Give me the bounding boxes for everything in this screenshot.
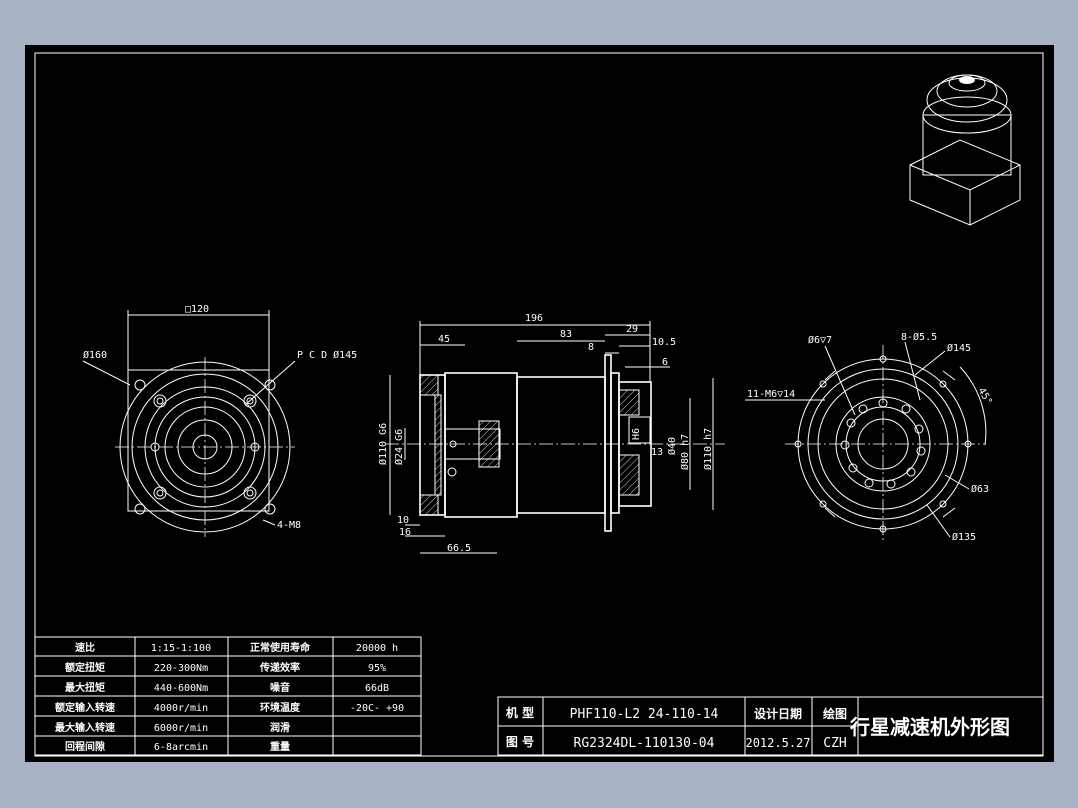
dim-110-h7: Ø110 h7 [702, 428, 714, 470]
dim-6: 6 [662, 357, 668, 368]
dim-110-g6: Ø110 G6 [377, 423, 389, 465]
spec-value: 20000 h [356, 643, 398, 654]
spec-value: 220-300Nm [154, 663, 208, 674]
spec-label: 环境温度 [260, 701, 301, 714]
front-view [82, 310, 296, 537]
dim-145: Ø145 [947, 342, 971, 354]
spec-value: -20C- +90 [350, 703, 404, 714]
rear-view [745, 341, 987, 543]
spec-label: 最大扭矩 [65, 681, 105, 694]
drawing-title: 行星减速机外形图 [849, 715, 1010, 739]
spec-label: 最大输入转速 [55, 721, 115, 734]
dim-8-5-5: 8-Ø5.5 [901, 331, 937, 343]
dim-63: Ø63 [971, 483, 989, 495]
spec-value: 4000r/min [154, 703, 208, 714]
spec-label: 速比 [75, 641, 95, 654]
drawn-value: CZH [823, 736, 846, 751]
cad-drawing-canvas: □120 Ø160 P C D Ø145 4-M8 196 45 83 29 8… [25, 45, 1054, 762]
dim-40: Ø40 [666, 437, 678, 455]
spec-label: 润滑 [270, 721, 290, 734]
dim-80-h7: Ø80 h7 [679, 434, 691, 470]
model-label: 机 型 [506, 705, 534, 720]
dim-10: 10 [397, 515, 409, 526]
model-value: PHF110-L2 24-110-14 [570, 707, 719, 722]
spec-value: 1:15-1:100 [151, 643, 211, 654]
spec-value: 6-8arcmin [154, 742, 208, 753]
dim-16: 16 [399, 527, 411, 538]
dim-dia-160: Ø160 [83, 349, 107, 361]
spec-value: 440-600Nm [154, 683, 208, 694]
side-view [385, 321, 725, 554]
dim-135: Ø135 [952, 531, 976, 543]
dim-83: 83 [560, 329, 572, 340]
dim-h6: H6 [631, 428, 642, 440]
spec-label: 传递效率 [259, 661, 300, 674]
spec-value: 95% [368, 663, 386, 674]
dim-29: 29 [626, 324, 638, 335]
spec-label: 正常使用寿命 [250, 641, 311, 654]
spec-label: 回程间隙 [65, 740, 105, 753]
gearbox-3d-view [909, 74, 1021, 226]
dim-10-5: 10.5 [652, 337, 676, 348]
drawing-no-label: 图 号 [506, 734, 534, 749]
title-block-grid [497, 696, 1044, 756]
dim-45-degrees: 45° [975, 386, 994, 407]
spec-table-grid [34, 636, 422, 756]
title-block: 机 型 PHF110-L2 24-110-14 图 号 RG2324DL-110… [506, 705, 1010, 751]
design-date-label: 设计日期 [754, 706, 802, 721]
spec-value: 6000r/min [154, 723, 208, 734]
dim-24-g6: Ø24 G6 [393, 429, 405, 465]
dim-11-m6: 11-M6▽14 [747, 389, 795, 400]
dim-13: 13 [651, 447, 663, 458]
dim-196: 196 [525, 313, 543, 324]
dim-pcd-145: P C D Ø145 [297, 349, 357, 361]
drawn-label: 绘图 [823, 706, 847, 721]
dim-6-depth7: Ø6▽7 [808, 334, 832, 346]
spec-label: 重量 [270, 740, 290, 753]
dim-45: 45 [438, 334, 450, 345]
drawing-no-value: RG2324DL-110130-04 [574, 736, 715, 751]
spec-label: 额定扭矩 [65, 661, 105, 674]
dim-4-m8: 4-M8 [277, 520, 301, 531]
dim-66-5: 66.5 [447, 543, 471, 554]
spec-label: 额定输入转速 [55, 701, 115, 714]
spec-value: 66dB [365, 683, 389, 694]
spec-label: 噪音 [270, 681, 290, 694]
design-date-value: 2012.5.27 [745, 736, 810, 750]
dim-8: 8 [588, 342, 594, 353]
drawing-border [34, 52, 1044, 757]
technical-drawing: □120 Ø160 P C D Ø145 4-M8 196 45 83 29 8… [34, 52, 1044, 757]
spec-table: 速比 1:15-1:100 正常使用寿命 20000 h 额定扭矩 220-30… [55, 641, 404, 753]
dim-square-120: □120 [185, 304, 209, 315]
